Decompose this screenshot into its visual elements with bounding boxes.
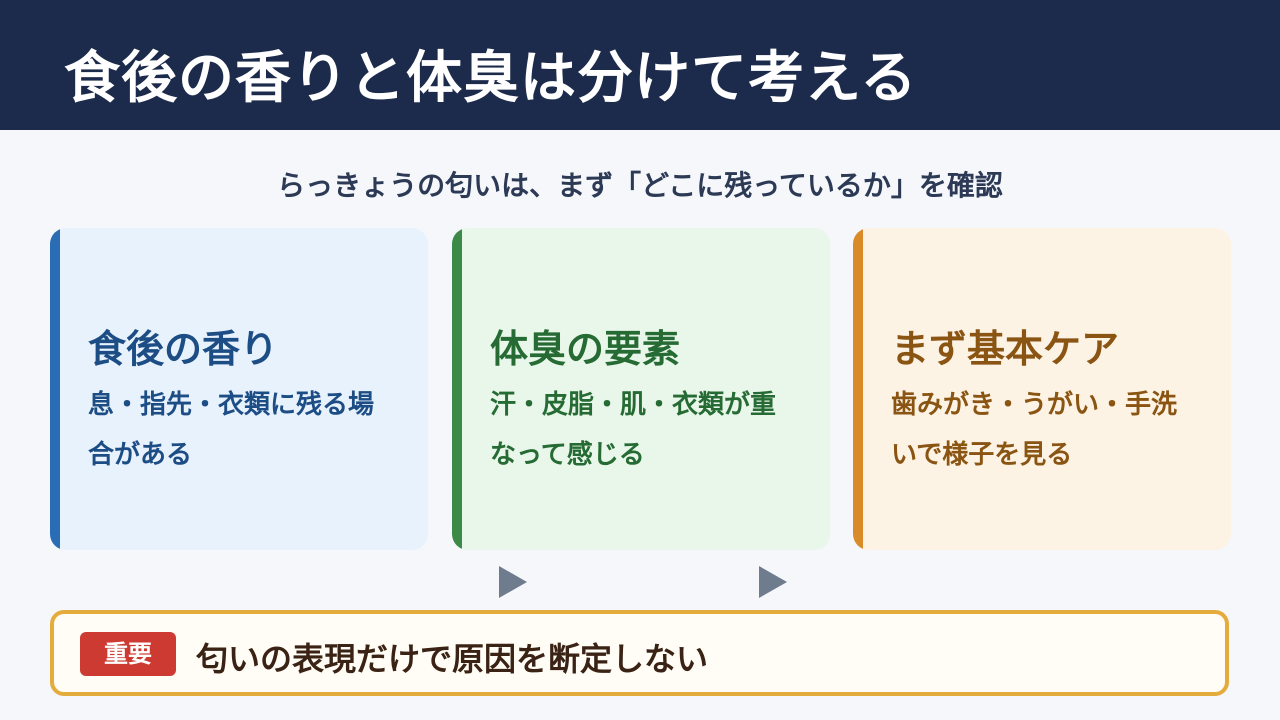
arrow-right-icon — [759, 566, 787, 598]
card-body-odor-factors: 体臭の要素 汗・皮脂・肌・衣類が重なって感じる — [452, 228, 830, 550]
card-body: 汗・皮脂・肌・衣類が重なって感じる — [490, 390, 777, 470]
page-title: 食後の香りと体臭は分けて考える — [64, 46, 918, 111]
card-accent-bar — [452, 228, 462, 550]
card-accent-bar — [50, 228, 60, 550]
card-title: まず基本ケア — [891, 327, 1120, 371]
card-after-meal-scent: 食後の香り 息・指先・衣類に残る場合がある — [50, 228, 428, 550]
card-accent-bar — [853, 228, 863, 550]
important-badge: 重要 — [80, 632, 176, 676]
header-banner: 食後の香りと体臭は分けて考える — [0, 0, 1280, 130]
card-title: 食後の香り — [88, 327, 279, 371]
subtitle: らっきょうの匂いは、まず「どこに残っているか」を確認 — [277, 169, 1003, 202]
card-basic-care: まず基本ケア 歯みがき・うがい・手洗いで様子を見る — [853, 228, 1231, 550]
arrow-right-icon — [499, 566, 527, 598]
important-note: 重要 匂いの表現だけで原因を断定しない — [50, 610, 1229, 696]
card-body: 息・指先・衣類に残る場合がある — [88, 390, 375, 470]
note-text: 匂いの表現だけで原因を断定しない — [196, 640, 709, 678]
card-body: 歯みがき・うがい・手洗いで様子を見る — [891, 390, 1178, 470]
card-title: 体臭の要素 — [490, 327, 681, 371]
